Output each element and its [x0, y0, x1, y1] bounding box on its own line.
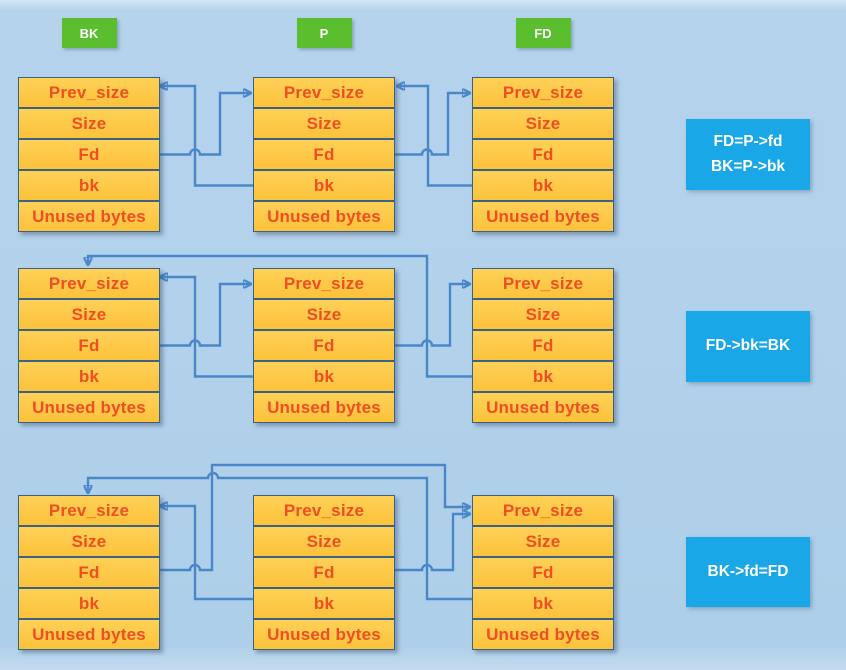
arrow-p-bk-to-bk — [161, 277, 253, 378]
arrow-p-fd-to-fd — [395, 514, 469, 572]
field-cell-unused-bytes: Unused bytes — [472, 619, 614, 650]
field-cell-size: Size — [253, 526, 395, 557]
chunk-label-bk: BK — [61, 18, 117, 48]
field-cell-size: Size — [253, 299, 395, 330]
field-cell-bk: bk — [472, 361, 614, 392]
operation-text: BK->fd=FD — [707, 562, 789, 580]
arrow-p-fd-to-fd — [395, 284, 469, 347]
field-cell-bk: bk — [253, 588, 395, 619]
field-cell-bk: bk — [472, 170, 614, 201]
field-cell-unused-bytes: Unused bytes — [18, 392, 160, 423]
arrow-fd-bk-to-p — [398, 86, 472, 187]
chunk-label-fd: FD — [515, 18, 571, 48]
operation-text: FD->bk=BK — [705, 337, 791, 355]
field-cell-unused-bytes: Unused bytes — [472, 392, 614, 423]
field-cell-fd: Fd — [18, 557, 160, 588]
field-cell-bk: bk — [253, 170, 395, 201]
field-cell-bk: bk — [18, 170, 160, 201]
field-cell-unused-bytes: Unused bytes — [18, 201, 160, 232]
field-cell-prev_size: Prev_size — [472, 77, 614, 108]
field-cell-fd: Fd — [18, 139, 160, 170]
field-cell-size: Size — [18, 299, 160, 330]
arrow-bk-fd-to-p — [160, 284, 250, 347]
field-cell-size: Size — [472, 299, 614, 330]
field-cell-bk: bk — [472, 588, 614, 619]
operation-text: FD=P->fd — [713, 133, 783, 151]
field-cell-prev_size: Prev_size — [472, 495, 614, 526]
field-cell-unused-bytes: Unused bytes — [253, 201, 395, 232]
field-cell-fd: Fd — [472, 330, 614, 361]
field-cell-prev_size: Prev_size — [253, 77, 395, 108]
field-cell-prev_size: Prev_size — [472, 268, 614, 299]
field-cell-fd: Fd — [253, 557, 395, 588]
field-cell-fd: Fd — [18, 330, 160, 361]
field-cell-fd: Fd — [253, 330, 395, 361]
arrow-bk-fd-to-p — [160, 93, 250, 156]
arrow-p-bk-to-bk — [161, 86, 253, 187]
chunk-label-p: P — [296, 18, 352, 48]
field-cell-fd: Fd — [472, 139, 614, 170]
field-cell-prev_size: Prev_size — [18, 77, 160, 108]
field-cell-bk: bk — [253, 361, 395, 392]
operation-box-2: FD->bk=BK — [686, 311, 810, 382]
field-cell-size: Size — [472, 108, 614, 139]
field-cell-unused-bytes: Unused bytes — [253, 619, 395, 650]
field-cell-fd: Fd — [472, 557, 614, 588]
field-cell-prev_size: Prev_size — [253, 495, 395, 526]
arrow-p-bk-to-bk — [161, 506, 253, 601]
arrow-p-fd-to-fd — [395, 93, 469, 156]
field-cell-fd: Fd — [253, 139, 395, 170]
field-cell-prev_size: Prev_size — [253, 268, 395, 299]
field-cell-size: Size — [472, 526, 614, 557]
field-cell-bk: bk — [18, 361, 160, 392]
field-cell-unused-bytes: Unused bytes — [18, 619, 160, 650]
field-cell-bk: bk — [18, 588, 160, 619]
field-cell-unused-bytes: Unused bytes — [472, 201, 614, 232]
operation-box-3: BK->fd=FD — [686, 537, 810, 607]
operation-text: BK=P->bk — [710, 157, 786, 175]
field-cell-prev_size: Prev_size — [18, 268, 160, 299]
field-cell-size: Size — [253, 108, 395, 139]
field-cell-unused-bytes: Unused bytes — [253, 392, 395, 423]
field-cell-size: Size — [18, 108, 160, 139]
field-cell-prev_size: Prev_size — [18, 495, 160, 526]
field-cell-size: Size — [18, 526, 160, 557]
